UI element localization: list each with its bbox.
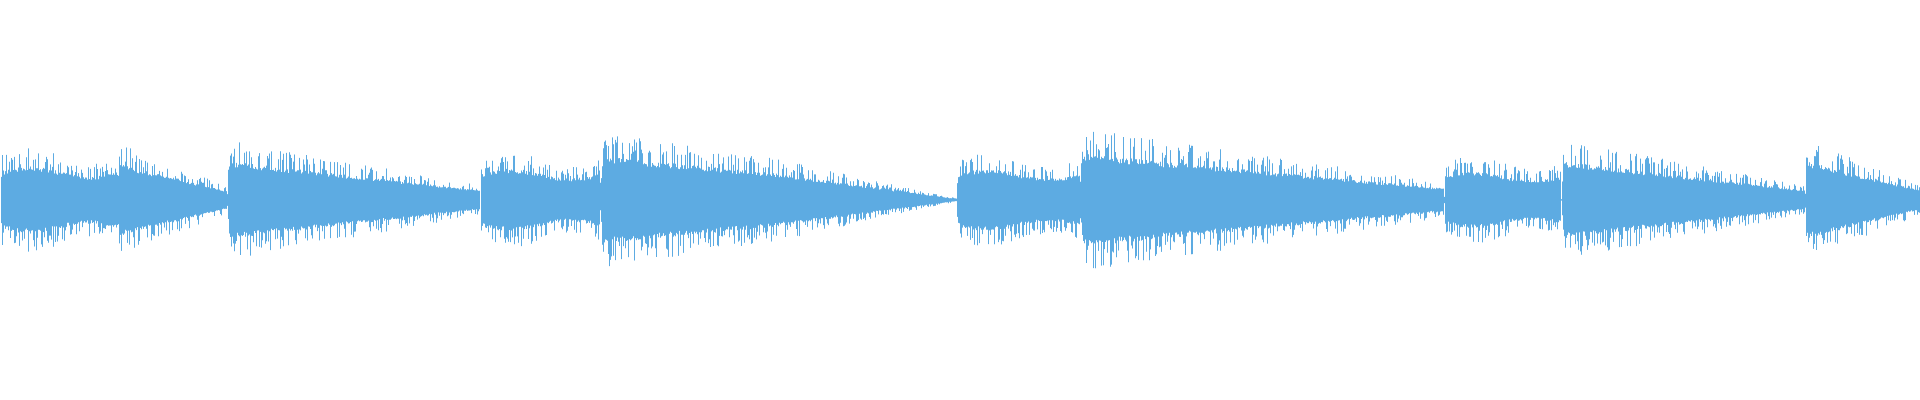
waveform-bars: [1, 131, 1920, 269]
waveform-path: [1, 131, 1920, 269]
